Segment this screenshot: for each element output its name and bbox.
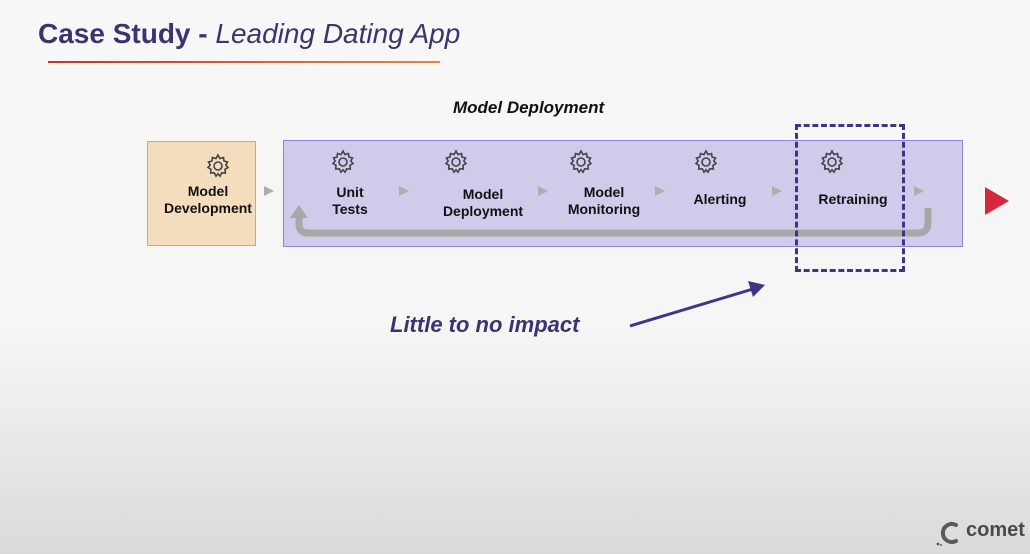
flow-arrow-icon [772, 186, 782, 196]
gear-icon [569, 149, 593, 174]
title-separator: - [198, 18, 208, 49]
feedback-loop-arrow [290, 205, 932, 237]
comet-logo-text: comet [966, 519, 1025, 541]
stage-label-model-monitoring: Model Monitoring [567, 184, 641, 217]
stage-label-unit-tests: Unit Tests [332, 184, 368, 217]
flow-arrow-icon [914, 186, 924, 196]
retraining-highlight-box [795, 124, 905, 272]
diagram-section-title: Model Deployment [453, 98, 605, 117]
stage-label-retraining: Retraining [818, 191, 888, 207]
title-underline [48, 61, 440, 63]
stage-label-model-deployment: Model Deployment [442, 186, 524, 219]
flow-arrow-icon [538, 186, 548, 196]
gear-icon [694, 149, 718, 174]
comet-logo-icon [936, 522, 958, 546]
comet-logo: comet [935, 518, 1025, 548]
stage-label-alerting: Alerting [693, 191, 747, 207]
output-arrow-icon [985, 187, 1009, 215]
slide-title: Case Study - Leading Dating App [38, 16, 460, 52]
stage-label-model-development: Model Development [164, 183, 252, 216]
title-subtitle: Leading Dating App [215, 18, 461, 49]
flow-arrow-icon [399, 186, 409, 196]
flow-arrow-icon [655, 186, 665, 196]
impact-callout-text: Little to no impact [390, 312, 580, 337]
title-main: Case Study [38, 18, 191, 49]
gear-icon [331, 149, 355, 174]
callout-pointer-arrow [629, 281, 765, 328]
flow-arrow-icon [264, 186, 274, 196]
gear-icon [206, 153, 230, 178]
deployment-stage-box [283, 140, 963, 247]
gear-icon [444, 149, 468, 174]
gear-icon [820, 149, 844, 174]
development-stage-box [147, 141, 256, 246]
